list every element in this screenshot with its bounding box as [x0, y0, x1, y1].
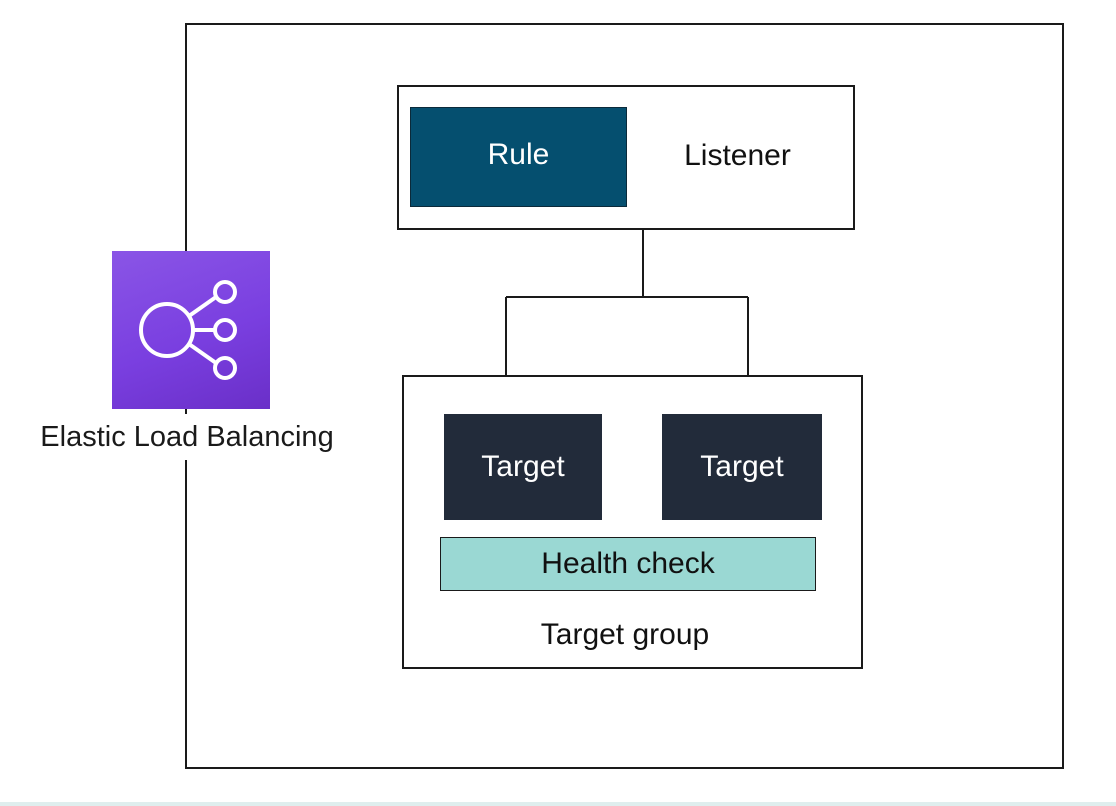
target-box: Target — [444, 414, 602, 520]
bottom-divider — [0, 802, 1116, 806]
service-label: Elastic Load Balancing — [12, 414, 362, 460]
health-check-bar: Health check — [440, 537, 816, 591]
listener-label: Listener — [684, 139, 791, 172]
target-box: Target — [662, 414, 822, 520]
rule-box: Rule — [410, 107, 627, 207]
target-group-label: Target group — [540, 618, 710, 651]
elastic-load-balancing-icon — [112, 251, 270, 409]
